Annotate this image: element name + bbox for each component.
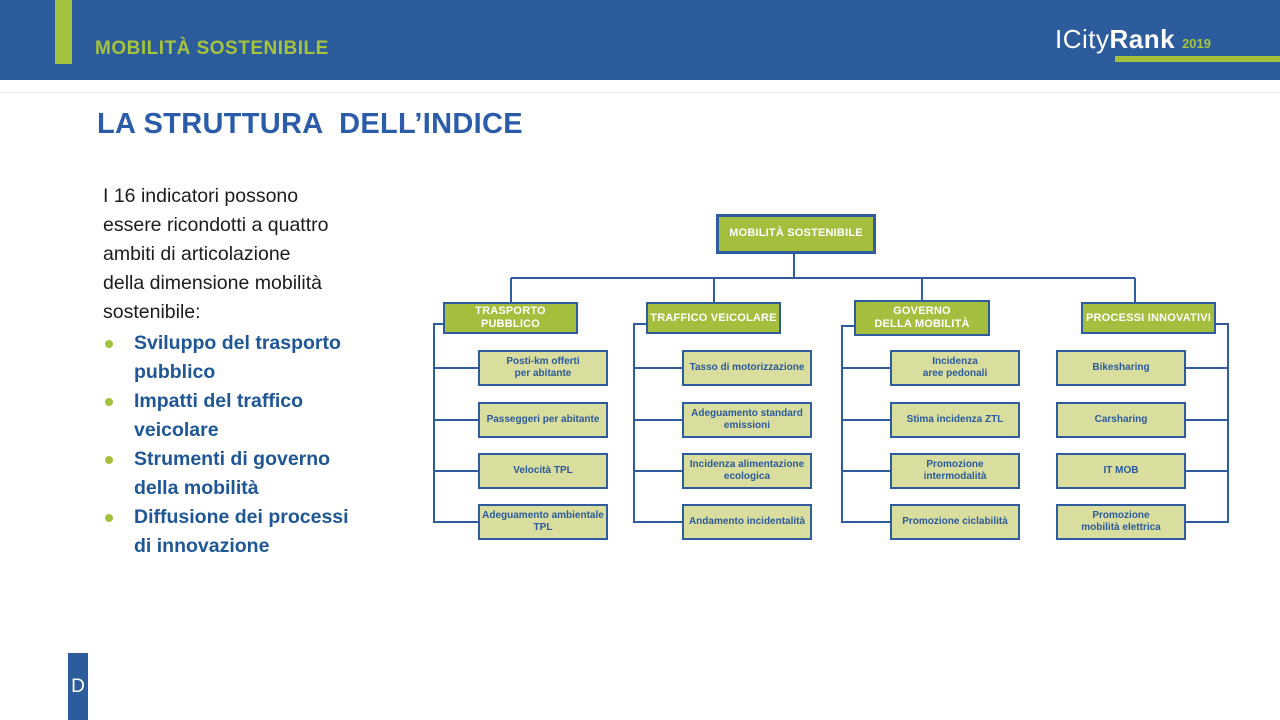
diagram-leaf-standard-emissioni: Adeguamento standard emissioni xyxy=(682,402,812,438)
diagram-leaf-adeguamento-ambientale: Adeguamento ambientale TPL xyxy=(478,504,608,540)
bullet-dot-icon xyxy=(105,456,113,464)
bullet-dot-icon xyxy=(105,514,113,522)
diagram-leaf-aree-pedonali: Incidenza aree pedonali xyxy=(890,350,1020,386)
diagram-leaf-mobilita-elettrica: Promozione mobilità elettrica xyxy=(1056,504,1186,540)
diagram-leaf-velocita-tpl: Velocità TPL xyxy=(478,453,608,489)
logo-text-rank: Rank xyxy=(1109,24,1176,54)
diagram-category-governo-mobilita: GOVERNO DELLA MOBILITÀ xyxy=(854,300,990,336)
diagram-leaf-tasso-motorizzazione: Tasso di motorizzazione xyxy=(682,350,812,386)
diagram-leaf-passeggeri: Passeggeri per abitante xyxy=(478,402,608,438)
diagram-category-processi-innovativi: PROCESSI INNOVATIVI xyxy=(1081,302,1216,334)
diagram-leaf-ciclabilita: Promozione ciclabilità xyxy=(890,504,1020,540)
logo-year: 2019 xyxy=(1182,36,1211,51)
bullet-text: Strumenti di governo della mobilità xyxy=(134,448,331,499)
list-item: Diffusione dei processi di innovazione xyxy=(103,503,393,561)
logo-underline-bar xyxy=(1115,56,1280,62)
page-title: LA STRUTTURA DELL’INDICE xyxy=(97,108,523,140)
header-accent-bar xyxy=(55,0,72,64)
intro-paragraph: I 16 indicatori possono essere ricondott… xyxy=(103,185,329,323)
diagram-root-node: MOBILITÀ SOSTENIBILE xyxy=(716,214,876,254)
bullet-text: Impatti del traffico veicolare xyxy=(134,390,304,441)
list-item: Strumenti di governo della mobilità xyxy=(103,445,393,503)
diagram-leaf-it-mob: IT MOB xyxy=(1056,453,1186,489)
diagram-leaf-carsharing: Carsharing xyxy=(1056,402,1186,438)
bullet-text: Sviluppo del trasporto pubblico xyxy=(134,332,341,383)
section-label: MOBILITÀ SOSTENIBILE xyxy=(95,38,329,59)
list-item: Sviluppo del trasporto pubblico xyxy=(103,329,393,387)
diagram-leaf-posti-km: Posti-km offerti per abitante xyxy=(478,350,608,386)
diagram-leaf-incidenza-ztl: Stima incidenza ZTL xyxy=(890,402,1020,438)
footer-letter-tab: D xyxy=(68,653,88,720)
diagram-leaf-bikesharing: Bikesharing xyxy=(1056,350,1186,386)
logo-text-icity: ICity xyxy=(1055,24,1110,54)
diagram-leaf-alimentazione-ecologica: Incidenza alimentazione ecologica xyxy=(682,453,812,489)
diagram-leaf-incidentalita: Andamento incidentalità xyxy=(682,504,812,540)
header-divider-line xyxy=(0,92,1280,93)
bullet-dot-icon xyxy=(105,398,113,406)
diagram-category-traffico-veicolare: TRAFFICO VEICOLARE xyxy=(646,302,781,334)
bullet-list: Sviluppo del trasporto pubblico Impatti … xyxy=(103,329,393,561)
diagram-category-trasporto-pubblico: TRASPORTO PUBBLICO xyxy=(443,302,578,334)
list-item: Impatti del traffico veicolare xyxy=(103,387,393,445)
diagram-leaf-intermodalita: Promozione intermodalità xyxy=(890,453,1020,489)
bullet-text: Diffusione dei processi di innovazione xyxy=(134,506,349,557)
bullet-dot-icon xyxy=(105,340,113,348)
